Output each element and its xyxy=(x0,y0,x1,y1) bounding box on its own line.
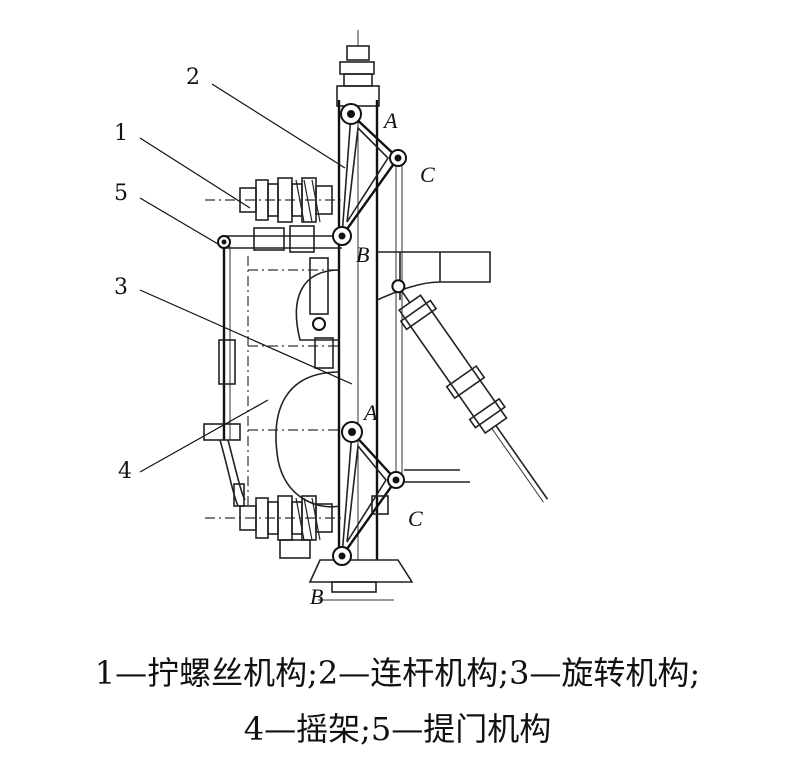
lower-right-fixture xyxy=(371,469,470,515)
joint-label-lower-b: B xyxy=(310,584,323,609)
joint-pins xyxy=(332,103,407,566)
callout-4: 4 xyxy=(118,459,132,484)
leader-lines xyxy=(139,83,353,473)
callout-3: 3 xyxy=(114,275,128,300)
callout-5: 5 xyxy=(114,181,128,206)
mechanism-drawing: 2 1 5 3 4 A C B A C B xyxy=(114,30,549,609)
callout-1: 1 xyxy=(114,121,128,146)
callout-2: 2 xyxy=(186,65,200,90)
upper-screw-mechanism xyxy=(205,177,345,223)
joint-label-lower-c: C xyxy=(408,506,423,531)
right-bracket xyxy=(376,251,491,301)
joint-label-upper-c: C xyxy=(420,162,435,187)
hydraulic-cylinder xyxy=(391,279,549,503)
joint-label-lower-a: A xyxy=(362,400,378,425)
caption-line-1: 1—拧螺丝机构;2—连杆机构;3—旋转机构; xyxy=(94,654,701,692)
rocking-frame xyxy=(247,256,341,508)
caption-line-2: 4—摇架;5—提门机构 xyxy=(243,710,552,748)
column-top-cap xyxy=(336,30,380,107)
base-foot xyxy=(308,559,414,601)
door-lift-linkage xyxy=(217,225,342,440)
left-lower-arm xyxy=(203,423,246,507)
lower-screw-mechanism xyxy=(205,495,345,559)
joint-label-upper-a: A xyxy=(382,108,398,133)
lower-link-frame xyxy=(340,430,398,559)
main-column xyxy=(337,100,403,560)
joint-label-upper-b: B xyxy=(356,242,369,267)
